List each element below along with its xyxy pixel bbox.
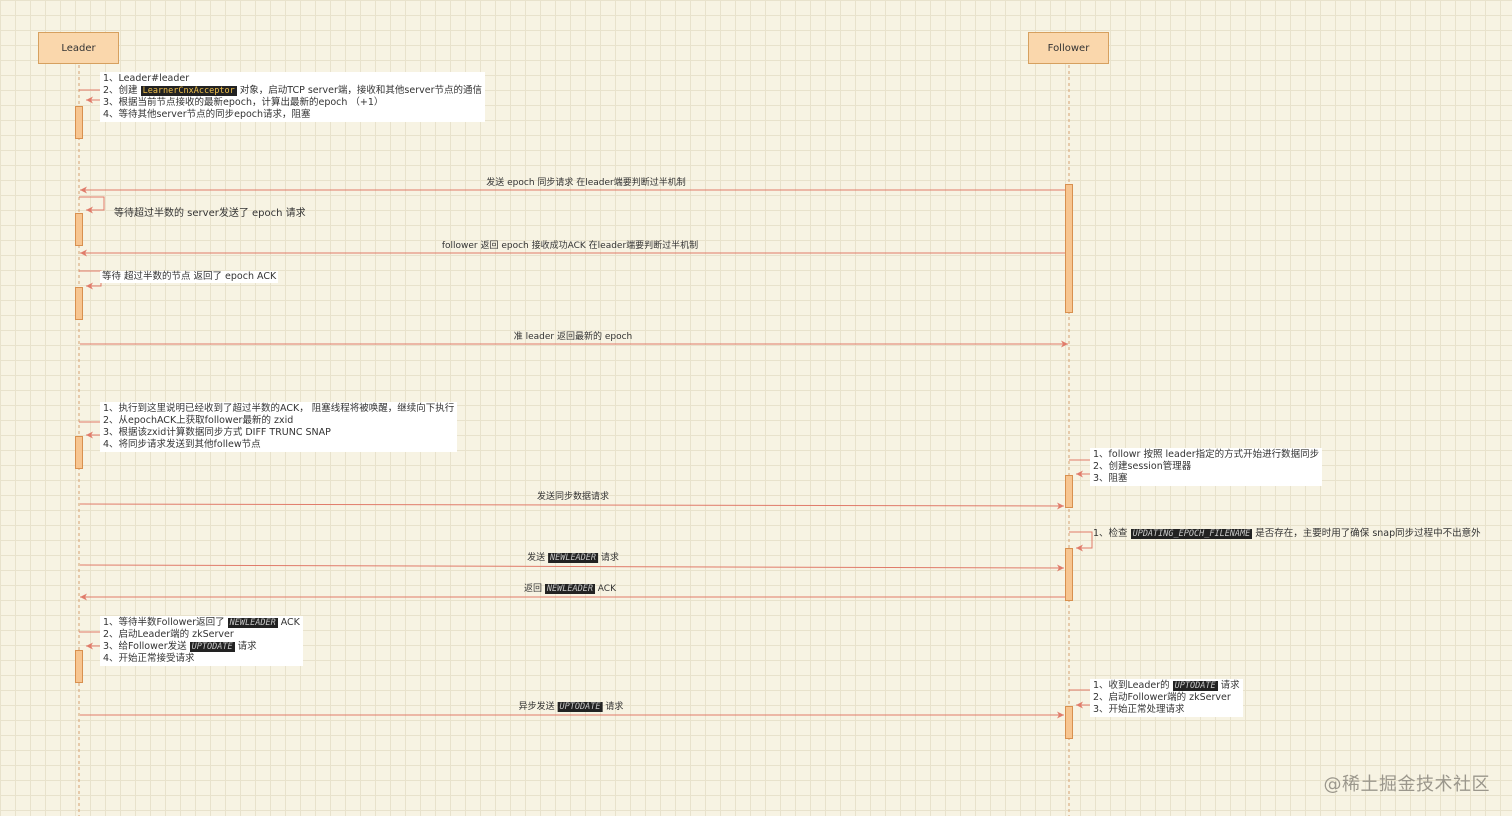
follower-sync-note: 1、followr 按照 leader指定的方式开始进行数据同步 2、创建ses… xyxy=(1090,448,1323,486)
leader-self-loop-4 xyxy=(79,421,102,439)
label-text: 返回 xyxy=(524,584,545,594)
note-line: 2、从epochACK上获取follower最新的 zxid xyxy=(103,415,294,426)
note-text: 是否存在，主要时用了确保 snap同步过程中不出意外 xyxy=(1252,528,1481,539)
label-text: 发送 xyxy=(527,553,548,563)
msg-line-5 xyxy=(79,564,1065,572)
leader-actor: Leader xyxy=(38,32,119,64)
leader-sync-note: 1、执行到这里说明已经收到了超过半数的ACK， 阻塞线程将被唤醒，继续向下执行 … xyxy=(100,402,458,452)
note-line: 2、启动Leader端的 zkServer xyxy=(103,629,234,640)
label-text: 请求 xyxy=(598,553,619,563)
follower-activation-4 xyxy=(1065,706,1073,739)
label-text: 异步发送 xyxy=(518,702,558,712)
note-line: 3、给Follower发送 UPTODATE 请求 xyxy=(103,641,300,653)
leader-activation-5 xyxy=(75,650,83,683)
msg-label-6: 返回 NEWLEADER ACK xyxy=(524,584,616,595)
note-text: 1、检查 xyxy=(1093,528,1131,539)
leader-activation-4 xyxy=(75,436,83,469)
leader-self-loop-5 xyxy=(79,631,102,650)
code-highlight: UPTODATE xyxy=(189,642,235,652)
code-highlight: UPTODATE xyxy=(557,702,603,712)
note-line: 1、等待半数Follower返回了 NEWLEADER ACK xyxy=(103,617,300,629)
note-line: 2、创建session管理器 xyxy=(1093,461,1192,472)
leader-self-loop-3 xyxy=(79,270,102,290)
msg-label-5: 发送 NEWLEADER 请求 xyxy=(527,553,619,564)
note-line: 1、收到Leader的 UPTODATE 请求 xyxy=(1093,680,1240,692)
note-line: 1、执行到这里说明已经收到了超过半数的ACK， 阻塞线程将被唤醒，继续向下执行 xyxy=(103,403,455,414)
leader-actor-label: Leader xyxy=(61,42,96,54)
leader-activation-2 xyxy=(75,213,83,246)
msg-label-4: 发送同步数据请求 xyxy=(536,492,610,502)
note-line: 3、阻塞 xyxy=(1093,473,1128,484)
note-line: 等待 超过半数的节点 返回了 epoch ACK xyxy=(102,271,277,282)
note-line: 4、开始正常接受请求 xyxy=(103,653,195,664)
note-text: 对象，启动TCP server端，接收和其他server节点的通信 xyxy=(236,85,482,96)
code-highlight: NEWLEADER xyxy=(544,584,595,594)
follower-self-loop-1 xyxy=(1069,459,1093,478)
note-line: 4、等待其他server节点的同步epoch请求，阻塞 xyxy=(103,109,311,120)
follower-check-note: 1、检查 UPDATING_EPOCH_FILENAME 是否存在，主要时用了确… xyxy=(1093,528,1481,540)
follower-activation-2 xyxy=(1065,475,1073,508)
leader-init-note: 1、Leader#leader 2、创建 LearnerCnxAcceptor … xyxy=(100,72,485,122)
msg-label-2: follower 返回 epoch 接收成功ACK 在leader端要判断过半机… xyxy=(441,241,699,251)
code-highlight: NEWLEADER xyxy=(227,618,278,628)
code-highlight: NEWLEADER xyxy=(547,553,599,563)
follower-self-loop-2 xyxy=(1069,531,1093,552)
follower-activation-3 xyxy=(1065,548,1073,601)
note-line: 3、根据当前节点接收的最新epoch，计算出最新的epoch （+1） xyxy=(103,97,384,108)
note-text: 请求 xyxy=(234,641,257,652)
note-line: 3、开始正常处理请求 xyxy=(1093,704,1185,715)
leader-self-loop-2 xyxy=(79,196,105,214)
note-text: 2、创建 xyxy=(103,85,141,96)
note-text: ACK xyxy=(277,617,300,628)
note-text: 请求 xyxy=(1217,680,1240,691)
leader-activation-1 xyxy=(75,106,83,139)
wait-epoch-note: 等待超过半数的 server发送了 epoch 请求 xyxy=(114,208,306,219)
follower-actor-label: Follower xyxy=(1047,42,1090,54)
follower-activation-1 xyxy=(1065,184,1073,313)
follower-actor: Follower xyxy=(1028,32,1109,64)
leader-activation-3 xyxy=(75,287,83,320)
msg-label-3: 准 leader 返回最新的 epoch xyxy=(513,332,633,342)
msg-label-7: 异步发送 UPTODATE 请求 xyxy=(518,702,624,713)
note-text: 3、给Follower发送 xyxy=(103,641,190,652)
note-line: 4、将同步请求发送到其他follew节点 xyxy=(103,439,261,450)
note-line: 1、followr 按照 leader指定的方式开始进行数据同步 xyxy=(1093,449,1320,460)
label-text: 请求 xyxy=(602,702,624,712)
msg-line-4 xyxy=(79,502,1065,510)
wait-ack-note: 等待 超过半数的节点 返回了 epoch ACK xyxy=(100,271,279,283)
leader-start-note: 1、等待半数Follower返回了 NEWLEADER ACK 2、启动Lead… xyxy=(100,616,303,666)
follower-start-note: 1、收到Leader的 UPTODATE 请求 2、启动Follower端的 z… xyxy=(1090,679,1243,717)
msg-label-1: 发送 epoch 同步请求 在leader端要判断过半机制 xyxy=(486,178,686,188)
watermark: @稀土掘金技术社区 xyxy=(1323,774,1490,795)
code-highlight: UPDATING_EPOCH_FILENAME xyxy=(1130,529,1253,539)
note-line: 2、创建 LearnerCnxAcceptor 对象，启动TCP server端… xyxy=(103,85,482,97)
code-highlight: LearnerCnxAcceptor xyxy=(140,86,237,96)
code-highlight: UPTODATE xyxy=(1172,681,1218,691)
note-text: 1、收到Leader的 xyxy=(1093,680,1173,691)
follower-self-loop-3 xyxy=(1069,689,1093,709)
note-line: 2、启动Follower端的 zkServer xyxy=(1093,692,1231,703)
note-line: 3、根据该zxid计算数据同步方式 DIFF TRUNC SNAP xyxy=(103,427,331,438)
label-text: ACK xyxy=(594,584,616,594)
note-text: 1、等待半数Follower返回了 xyxy=(103,617,228,628)
note-line: 1、Leader#leader xyxy=(103,73,190,84)
